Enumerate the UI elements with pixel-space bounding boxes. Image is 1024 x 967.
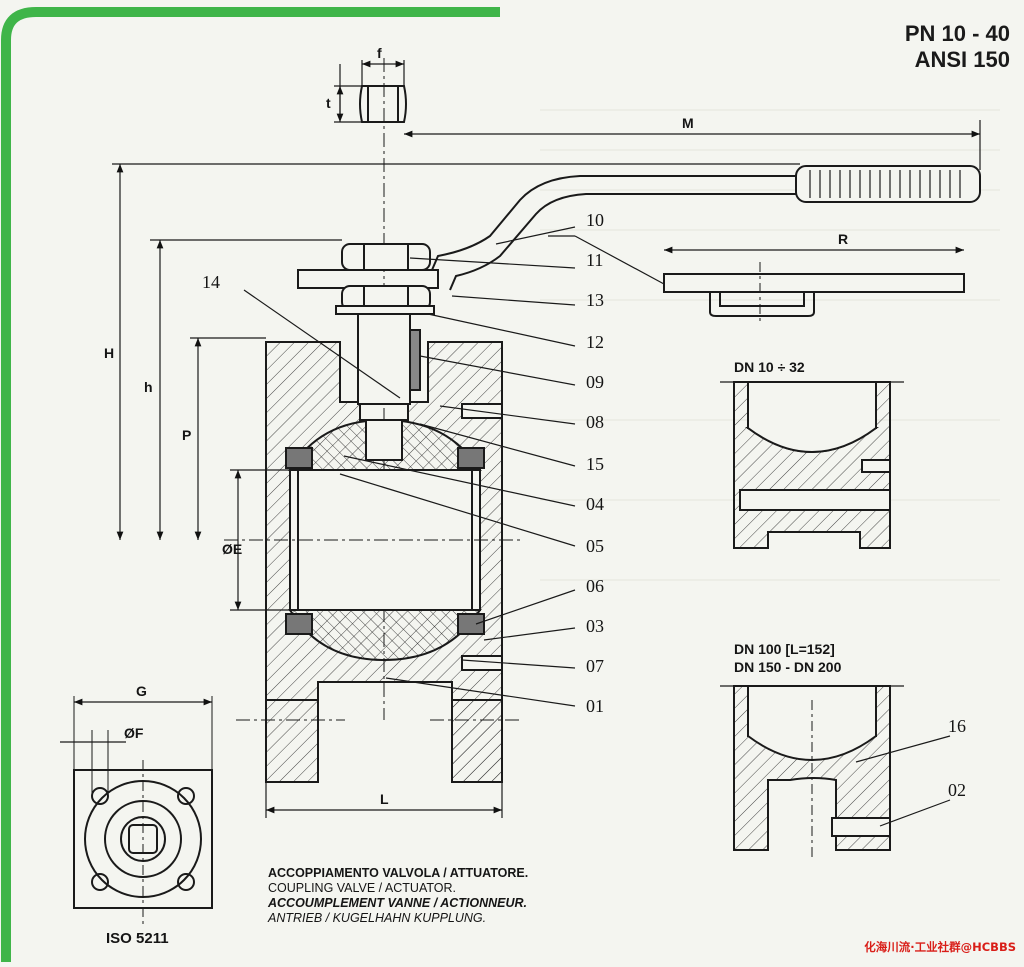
callout-03: 03 [586, 616, 604, 636]
coupling-english: COUPLING VALVE / ACTUATOR. [268, 881, 457, 895]
iso-label: ISO 5211 [106, 930, 169, 947]
section-small-title: DN 10 ÷ 32 [734, 359, 805, 375]
pressure-rating-pn: PN 10 - 40 [904, 21, 1010, 46]
dim-M: M [682, 115, 694, 131]
callout-08: 08 [586, 412, 604, 432]
section-large-title-2: DN 150 - DN 200 [734, 659, 842, 675]
coupling-german: ANTRIEB / KUGELHAHN KUPPLUNG. [268, 911, 487, 925]
dim-H: H [104, 345, 114, 361]
stem-nuts [335, 243, 435, 315]
section-large-title-1: DN 100 [L=152] [734, 641, 835, 657]
background-ghost-table [540, 109, 1000, 581]
section-small [720, 381, 904, 549]
callout-09: 09 [586, 372, 604, 392]
dim-E: ØE [222, 541, 242, 557]
callout-06: 06 [586, 576, 604, 596]
callout-11: 11 [586, 250, 603, 270]
handle-lever [297, 165, 981, 291]
callout-01: 01 [586, 696, 604, 716]
dim-h: h [144, 379, 153, 395]
dim-G: G [136, 683, 147, 699]
handle-top-view [663, 262, 965, 324]
stem-top [359, 85, 407, 123]
valve-body-section [265, 313, 503, 783]
callout-labels: 10 11 13 12 09 08 15 04 05 06 03 07 01 1… [202, 210, 966, 800]
callout-10: 10 [586, 210, 604, 230]
dim-F: ØF [124, 725, 144, 741]
iso-flange [60, 696, 213, 926]
callout-05: 05 [586, 536, 604, 556]
pressure-rating-ansi: ANSI 150 [914, 47, 1010, 72]
green-frame [1, 7, 500, 962]
dimension-lines [112, 60, 981, 818]
callout-15: 15 [586, 454, 604, 474]
coupling-caption: ACCOPPIAMENTO VALVOLA / ATTUATORE. COUPL… [268, 866, 528, 926]
dimension-labels: f t M R H h P ØE L G ØF [104, 45, 848, 807]
callout-13: 13 [586, 290, 604, 310]
callout-07: 07 [586, 656, 604, 676]
dim-t: t [326, 95, 331, 111]
dim-P: P [182, 427, 191, 443]
section-large [720, 685, 904, 860]
callout-02: 02 [948, 780, 966, 800]
section-titles: DN 10 ÷ 32 DN 100 [L=152] DN 150 - DN 20… [734, 359, 842, 675]
dim-R: R [838, 231, 848, 247]
coupling-italian: ACCOPPIAMENTO VALVOLA / ATTUATORE. [268, 866, 529, 880]
leader-lines [243, 226, 951, 827]
callout-14: 14 [202, 272, 220, 292]
coupling-french: ACCOUMPLEMENT VANNE / ACTIONNEUR. [268, 896, 528, 910]
callout-16: 16 [948, 716, 966, 736]
dim-L: L [380, 791, 389, 807]
watermark: 化海川流·工业社群@HCBBS [864, 940, 1016, 954]
dim-f: f [377, 45, 382, 61]
callout-04: 04 [586, 494, 604, 514]
callout-12: 12 [586, 332, 604, 352]
